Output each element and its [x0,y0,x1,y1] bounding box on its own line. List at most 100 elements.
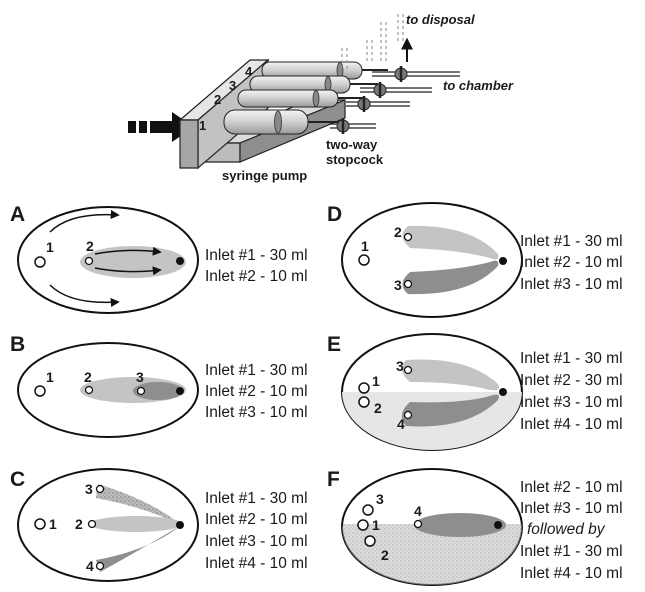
syringe-label-1: 1 [199,118,206,133]
inlet-label: 1 [46,369,54,385]
inlet-port [34,518,46,530]
legend-line: followed by [527,521,606,538]
legend-line: Inlet #1 - 30 ml [520,543,623,560]
stream-region [96,526,180,572]
outlet-port [499,388,507,396]
lower-half-fill [342,524,523,586]
inlet-port [362,504,374,516]
stopcock-label-line2: stopcock [326,152,384,167]
inlet-label: 3 [394,277,402,293]
flow-arrow [49,284,120,307]
syringe-label-4: 4 [245,64,253,79]
flow-chamber [341,202,523,318]
legend-line: Inlet #3 - 10 ml [520,394,623,411]
stream-region [402,260,499,295]
outlet-port [494,521,502,529]
stream-region [402,225,499,260]
syringe-label-2: 2 [214,92,221,107]
syringe-pump-label: syringe pump [222,168,307,183]
inlet-label: 4 [414,503,422,519]
legend-line: Inlet #1 - 30 ml [205,247,308,264]
disposal-lines [341,14,404,72]
flow-arrow [49,210,120,233]
inlet-port [34,385,46,397]
inlet-label: 4 [397,416,405,432]
apparatus-diagram: 1 2 3 4 [128,12,514,183]
panel-letter: D [327,203,342,226]
legend-line: Inlet #1 - 30 ml [205,362,308,379]
legend-line: Inlet #1 - 30 ml [520,350,623,367]
panel-e: E 1 2 3 4 Inlet #1 - 30 ml Inlet #2 - 30… [327,333,623,451]
panel-letter: E [327,333,341,356]
inlet-label: 2 [84,369,92,385]
outlet-port [176,257,184,265]
legend-line: Inlet #3 - 10 ml [205,404,308,421]
inlet-label: 2 [381,547,389,563]
legend-line: Inlet #2 - 30 ml [520,372,623,389]
panel-a: A 1 2 Inlet #1 - 30 ml Inlet #2 - 10 ml [10,203,308,314]
inlet-port [403,410,413,420]
stopcock-label-line1: two-way [326,137,378,152]
inlet-label: 3 [136,369,144,385]
inlet-label: 2 [75,516,83,532]
syringe-2 [237,89,364,108]
legend-line: Inlet #1 - 30 ml [205,490,308,507]
flow-arrow [94,266,162,276]
stream-region [414,513,506,537]
inlet-label: 1 [372,373,380,389]
panel-letter: C [10,468,25,491]
inlet-label: 1 [49,516,57,532]
legend-line: Inlet #2 - 10 ml [520,254,623,271]
inlet-label: 3 [376,491,384,507]
outlet-port [499,257,507,265]
inlet-port [358,396,370,408]
tubing-lines [330,71,460,129]
legend-line: Inlet #2 - 10 ml [520,479,623,496]
legend-line: Inlet #3 - 10 ml [520,276,623,293]
inlet-port [364,535,376,547]
inlet-label: 1 [372,517,380,533]
inlet-label: 4 [86,558,94,574]
inlet-port [357,519,369,531]
inlet-label: 2 [86,238,94,254]
panel-d: D 1 2 3 Inlet #1 - 30 ml Inlet #2 - 10 m… [327,202,623,318]
panel-letter: F [327,468,340,491]
inlet-port [358,382,370,394]
legend-line: Inlet #3 - 10 ml [520,500,623,517]
inlet-label: 2 [394,224,402,240]
legend-line: Inlet #4 - 10 ml [520,416,623,433]
inlet-port [95,561,105,571]
outlet-port [176,521,184,529]
legend-line: Inlet #1 - 30 ml [520,233,623,250]
syringe-4 [261,61,388,80]
inlet-port [95,484,105,494]
inlet-port [403,232,413,242]
stopcock-icons [336,66,408,134]
inlet-label: 3 [85,481,93,497]
panel-letter: B [10,333,25,356]
flow-arrow [94,246,162,256]
legend-line: Inlet #4 - 10 ml [520,565,623,582]
inlet-label: 1 [46,239,54,255]
stream-region [401,359,499,391]
inlet-port [84,385,94,395]
inlet-port [358,254,370,266]
legend-line: Inlet #2 - 10 ml [205,383,308,400]
inlet-label: 3 [396,358,404,374]
inlet-label: 2 [374,400,382,416]
inlet-port [87,519,97,529]
to-chamber-label: to chamber [443,78,514,93]
stream-region [401,394,499,427]
inlet-port [403,279,413,289]
panel-c: C 1 2 3 4 Inlet #1 - 30 ml Inlet #2 - 10… [10,468,308,582]
inlet-port [84,256,94,266]
panel-f: F 1 2 3 4 Inlet #2 - 10 ml Inlet #3 - 10… [327,468,623,586]
inlet-port [403,365,413,375]
legend-line: Inlet #2 - 10 ml [205,511,308,528]
inlet-label: 1 [361,238,369,254]
outlet-port [176,387,184,395]
inlet-port [136,386,146,396]
inlet-port [34,256,46,268]
legend-line: Inlet #3 - 10 ml [205,533,308,550]
